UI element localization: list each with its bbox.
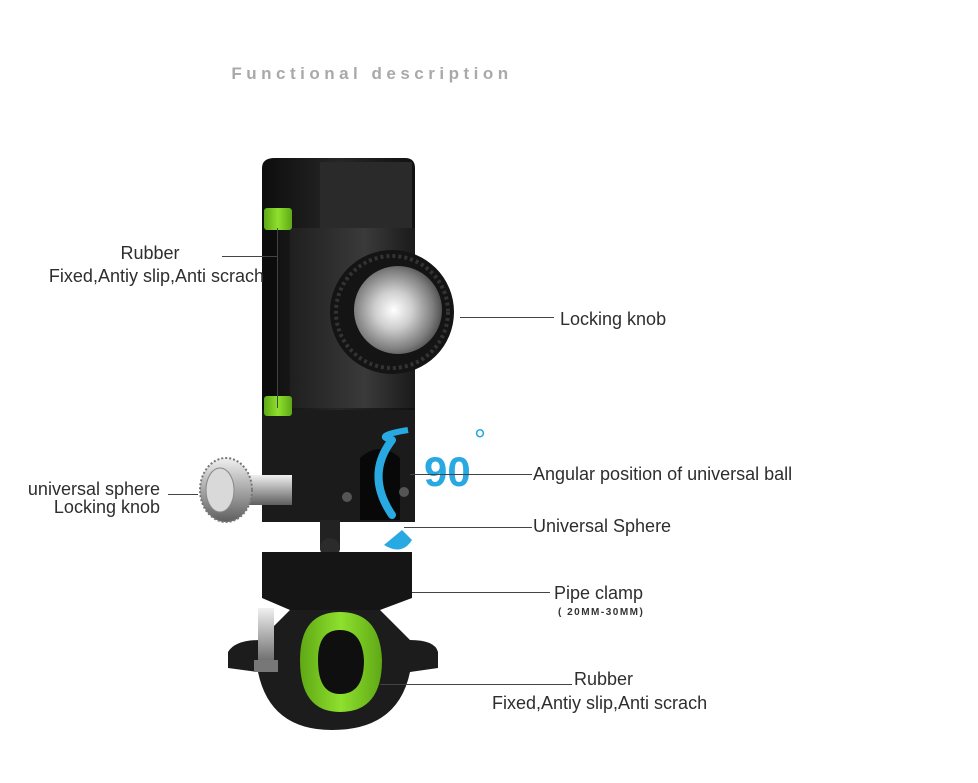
sphere-knob-leader bbox=[168, 494, 198, 495]
rotation-arrow-icon bbox=[374, 427, 412, 550]
locking-knob bbox=[330, 250, 454, 374]
sphere-knob-line2: Locking knob bbox=[53, 497, 160, 517]
rubber-pad-bottom bbox=[300, 612, 382, 712]
pipe-clamp-leader bbox=[412, 592, 550, 593]
universal-sphere-label: Universal Sphere bbox=[533, 516, 672, 536]
rotation-unit: ° bbox=[474, 424, 486, 457]
rubber-bottom-desc: Fixed,Antiy slip,Anti scrach bbox=[492, 693, 708, 713]
pipe-clamp-size: ( 20MM-30MM) bbox=[558, 607, 645, 618]
rubber-pad-top bbox=[264, 208, 292, 416]
rubber-bottom-title: Rubber bbox=[574, 669, 634, 689]
rubber-top-leader-v bbox=[277, 228, 278, 408]
sphere-locking-knob bbox=[199, 457, 292, 523]
angular-position-label: Angular position of universal ball bbox=[533, 464, 793, 484]
sphere-knob-line1: universal sphere bbox=[27, 479, 160, 499]
pipe-clamp-label: Pipe clamp bbox=[554, 583, 644, 603]
rubber-top-desc: Fixed,Antiy slip,Anti scrach bbox=[48, 266, 264, 286]
rotation-value: 90 bbox=[424, 448, 471, 495]
locking-knob-leader bbox=[460, 317, 554, 318]
rubber-top-title: Rubber bbox=[120, 243, 180, 263]
locking-knob-label: Locking knob bbox=[560, 309, 667, 329]
universal-sphere-leader bbox=[404, 527, 532, 528]
angular-position-leader bbox=[410, 474, 532, 475]
rubber-bottom-leader bbox=[380, 684, 572, 685]
rubber-top-leader bbox=[222, 256, 278, 257]
page-title: Functional description bbox=[231, 64, 513, 83]
